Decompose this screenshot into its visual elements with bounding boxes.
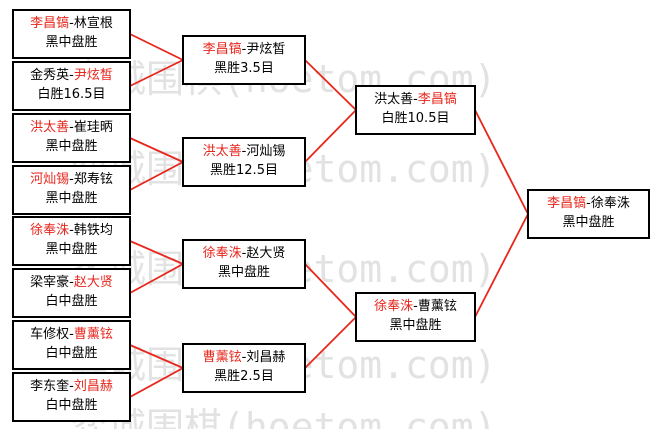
match-box-r1-6: 梁宰豪-赵大贤 白中盘胜 — [12, 268, 131, 318]
match-box-r2-4: 曹薰铉-刘昌赫 黑胜2.5目 — [182, 343, 306, 393]
match-box-r2-1: 李昌镐-尹炫皙 黑胜3.5目 — [182, 35, 306, 85]
match-players: 李昌镐-林宣根 — [30, 16, 113, 31]
match-players: 洪太善-河灿锡 — [202, 144, 286, 159]
loser-name: 车修权 — [30, 327, 70, 342]
match-result: 白中盘胜 — [45, 398, 98, 413]
winner-name: 赵大贤 — [73, 275, 113, 290]
match-result: 黑胜12.5目 — [210, 163, 278, 178]
connector-line — [474, 109, 529, 215]
match-players: 李东奎-刘昌赫 — [30, 379, 113, 394]
match-result: 黑中盘胜 — [562, 215, 615, 230]
winner-name: 洪太善 — [30, 120, 70, 135]
match-players: 曹薰铉-刘昌赫 — [202, 350, 286, 365]
loser-name: 崔珪昞 — [73, 120, 113, 135]
winner-name: 刘昌赫 — [73, 379, 113, 394]
match-players: 李昌镐-尹炫皙 — [202, 42, 286, 57]
loser-name: 赵大贤 — [246, 246, 286, 261]
match-box-r1-1: 李昌镐-林宣根 黑中盘胜 — [12, 9, 131, 59]
winner-name: 曹薰铉 — [73, 327, 113, 342]
match-result: 白中盘胜 — [45, 346, 98, 361]
connector-line — [129, 161, 184, 191]
match-result: 黑中盘胜 — [45, 35, 98, 50]
match-box-r1-5: 徐奉洙-韩铁均 黑中盘胜 — [12, 216, 131, 266]
match-result: 黑中盘胜 — [217, 265, 270, 280]
match-result: 白中盘胜 — [45, 294, 98, 309]
connector-line — [304, 263, 357, 318]
winner-name: 尹炫皙 — [73, 68, 113, 83]
loser-name: 韩铁均 — [73, 223, 113, 238]
match-box-r3-1: 洪太善-李昌镐 白胜10.5目 — [355, 85, 476, 135]
match-box-r2-3: 徐奉洙-赵大贤 黑中盘胜 — [182, 239, 306, 289]
winner-name: 李昌镐 — [417, 92, 457, 107]
loser-name: 林宣根 — [73, 16, 113, 31]
winner-name: 李昌镐 — [547, 196, 587, 211]
match-box-r1-4: 河灿锡-郑寿铉 黑中盘胜 — [12, 165, 131, 215]
loser-name: 金秀英 — [30, 68, 70, 83]
match-players: 李昌镐-徐奉洙 — [547, 196, 630, 211]
loser-name: 河灿锡 — [246, 144, 286, 159]
winner-name: 李昌镐 — [202, 42, 242, 57]
match-players: 徐奉洙-韩铁均 — [30, 223, 113, 238]
match-box-r3-2: 徐奉洙-曹薰铉 黑中盘胜 — [355, 292, 476, 342]
loser-name: 梁宰豪 — [30, 275, 70, 290]
match-players: 梁宰豪-赵大贤 — [30, 275, 113, 290]
loser-name: 尹炫皙 — [246, 42, 286, 57]
loser-name: 洪太善 — [374, 92, 414, 107]
match-players: 河灿锡-郑寿铉 — [30, 172, 113, 187]
match-box-final: 李昌镐-徐奉洙 黑中盘胜 — [527, 189, 650, 239]
connector-line — [129, 263, 184, 294]
connector-line — [129, 33, 184, 61]
match-players: 车修权-曹薰铉 — [30, 327, 113, 342]
loser-name: 李东奎 — [30, 379, 70, 394]
winner-name: 曹薰铉 — [202, 350, 242, 365]
winner-name: 李昌镐 — [30, 16, 70, 31]
match-box-r1-2: 金秀英-尹炫皙 白胜16.5目 — [12, 61, 131, 111]
winner-name: 徐奉洙 — [202, 246, 242, 261]
connector-line — [474, 213, 529, 318]
connector-line — [129, 137, 184, 163]
winner-name: 徐奉洙 — [374, 299, 414, 314]
match-result: 黑胜3.5目 — [214, 61, 274, 76]
loser-name: 徐奉洙 — [590, 196, 630, 211]
match-players: 徐奉洙-曹薰铉 — [374, 299, 457, 314]
winner-name: 徐奉洙 — [30, 223, 70, 238]
match-box-r1-8: 李东奎-刘昌赫 白中盘胜 — [12, 372, 131, 422]
match-result: 黑胜2.5目 — [214, 369, 274, 384]
winner-name: 河灿锡 — [30, 172, 70, 187]
connector-line — [129, 59, 184, 87]
connector-line — [129, 344, 184, 369]
match-result: 白胜16.5目 — [37, 87, 106, 102]
connector-line — [304, 59, 357, 111]
match-box-r1-7: 车修权-曹薰铉 白中盘胜 — [12, 320, 131, 370]
match-box-r1-3: 洪太善-崔珪昞 黑中盘胜 — [12, 113, 131, 163]
match-players: 金秀英-尹炫皙 — [30, 68, 113, 83]
match-players: 洪太善-崔珪昞 — [30, 120, 113, 135]
connector-line — [129, 367, 184, 398]
connector-line — [304, 316, 357, 369]
match-result: 黑中盘胜 — [45, 191, 98, 206]
match-box-r2-2: 洪太善-河灿锡 黑胜12.5目 — [182, 137, 306, 187]
loser-name: 曹薰铉 — [417, 299, 457, 314]
winner-name: 洪太善 — [202, 144, 242, 159]
loser-name: 刘昌赫 — [246, 350, 286, 365]
match-players: 徐奉洙-赵大贤 — [202, 246, 286, 261]
match-result: 黑中盘胜 — [389, 318, 442, 333]
match-result: 黑中盘胜 — [45, 139, 98, 154]
match-result: 白胜10.5目 — [381, 111, 450, 126]
match-players: 洪太善-李昌镐 — [374, 92, 457, 107]
match-result: 黑中盘胜 — [45, 242, 98, 257]
connector-line — [129, 240, 184, 265]
connector-line — [304, 109, 357, 163]
loser-name: 郑寿铉 — [73, 172, 113, 187]
